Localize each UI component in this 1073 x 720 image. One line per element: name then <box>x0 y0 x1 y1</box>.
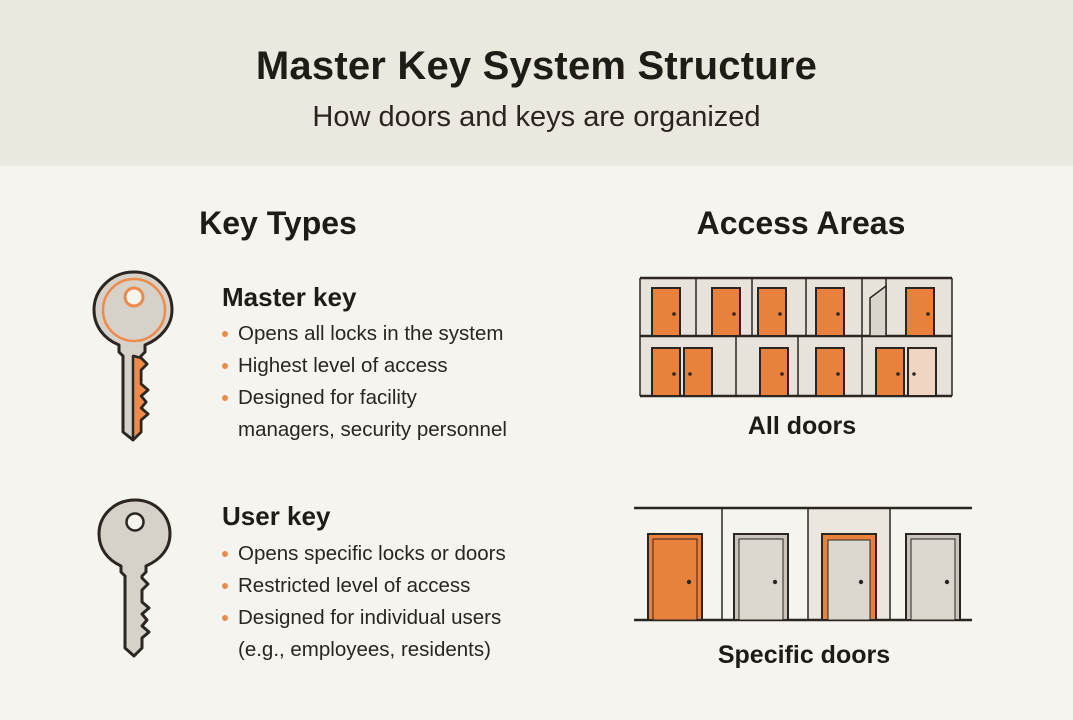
all-doors-caption: All doors <box>747 412 857 440</box>
access-areas-heading: Access Areas <box>696 205 906 241</box>
key-types-heading: Key Types <box>199 205 357 241</box>
specific-doors-caption: Specific doors <box>717 641 891 669</box>
list-item: Highest level of access <box>222 350 507 382</box>
master-key-title: Master key <box>222 282 357 312</box>
list-item: Opens all locks in the system <box>222 318 507 350</box>
list-item: Designed for individual users(e.g., empl… <box>222 602 506 666</box>
master-key-bullets: Opens all locks in the system Highest le… <box>222 318 507 446</box>
page-title: Master Key System Structure <box>255 44 818 88</box>
master-key-icon <box>92 270 174 442</box>
user-key-bullets: Opens specific locks or doors Restricted… <box>222 538 506 666</box>
all-doors-building <box>639 276 953 398</box>
user-key-title: User key <box>222 501 331 531</box>
header-band: Master Key System Structure How doors an… <box>0 0 1073 166</box>
list-item: Restricted level of access <box>222 570 506 602</box>
list-item: Opens specific locks or doors <box>222 538 506 570</box>
page-subtitle: How doors and keys are organized <box>312 101 761 133</box>
user-key-icon <box>97 498 172 658</box>
specific-doors-corridor <box>634 506 972 622</box>
